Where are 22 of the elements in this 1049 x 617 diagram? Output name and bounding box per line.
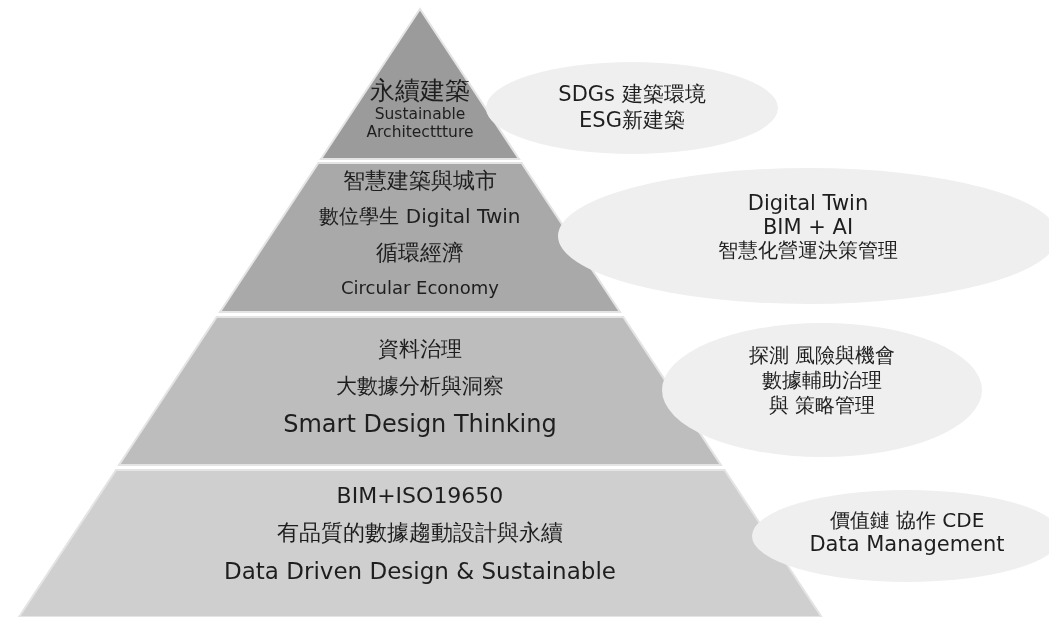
label-text: 有品質的數據趨動設計與永續 <box>277 520 563 546</box>
label-text: 數位學生 Digital Twin <box>319 205 521 229</box>
label-text: 大數據分析與洞察 <box>336 374 504 399</box>
label-text: 循環經濟 <box>376 240 464 266</box>
label-text: BIM + AI <box>762 215 854 240</box>
label-text: 智慧建築與城市 <box>343 168 497 194</box>
label-text: Digital Twin <box>747 191 869 216</box>
label-text: Smart Design Thinking <box>283 411 557 439</box>
label-text: 探測 風險與機會 <box>748 344 896 367</box>
label-text: Sustainable Architecttture <box>365 105 475 142</box>
label-text: SDGs 建築環境 <box>558 82 706 107</box>
label-text: 智慧化營運決策管理 <box>718 239 898 263</box>
label-text: 與 策略管理 <box>768 394 876 417</box>
label-text: 資料治理 <box>378 337 462 362</box>
label-text: BIM+ISO19650 <box>336 483 504 509</box>
label-text: 數據輔助治理 <box>762 369 882 392</box>
label-text: 價值鏈 協作 CDE <box>829 509 985 532</box>
label-text: Data Management <box>809 532 1005 557</box>
label-text: ESG新建築 <box>579 108 685 133</box>
label-text: Data Driven Design & Sustainable <box>224 557 616 585</box>
label-text: 永續建築 <box>370 77 470 106</box>
label-text: Circular Economy <box>341 277 499 299</box>
